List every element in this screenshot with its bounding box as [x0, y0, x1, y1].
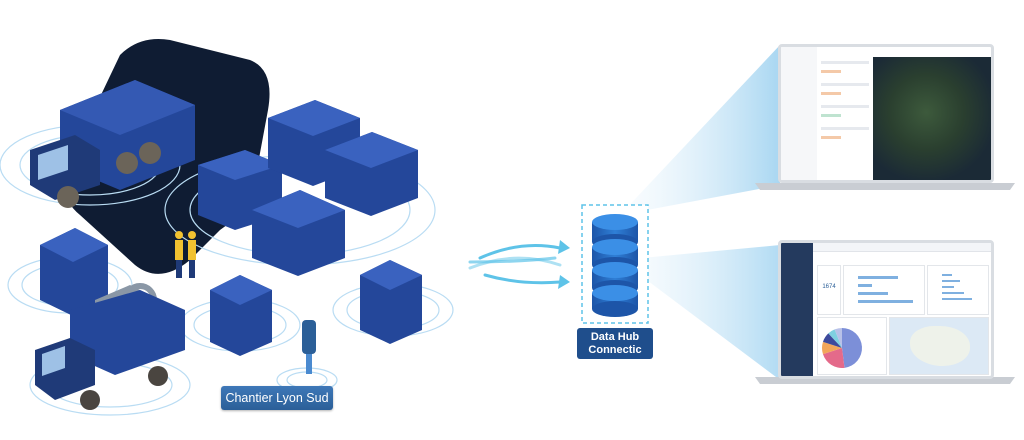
- workers: [175, 231, 196, 278]
- kpi-value: 1674: [822, 284, 836, 290]
- site-label: Chantier Lyon Sud: [221, 386, 333, 410]
- pie-slice: [834, 328, 842, 348]
- dashboard-header: [813, 243, 991, 252]
- pie-slice: [828, 329, 842, 348]
- laptop-top-screen: [778, 44, 994, 183]
- pie-slice: [842, 328, 862, 368]
- map-card: [889, 317, 989, 375]
- dashboard-sidebar: [781, 243, 813, 376]
- container-stack-middle: [210, 275, 272, 356]
- sidebar-nav: [781, 47, 818, 180]
- hub-label: Data Hub Connectic: [577, 328, 653, 359]
- hub-label-line1: Data Hub: [590, 331, 640, 343]
- beam-upper: [620, 45, 780, 215]
- pie-slice: [822, 333, 842, 348]
- small-bar-card: [927, 265, 989, 315]
- laptop-bottom-screen: 1674: [778, 240, 994, 379]
- database-icon: [592, 214, 638, 317]
- list-panel: [817, 47, 873, 180]
- dump-truck-top: [30, 80, 195, 208]
- hub-label-line2: Connectic: [588, 344, 642, 356]
- scrap-truck: [35, 283, 185, 410]
- data-flow-arrows: [468, 240, 570, 289]
- container-stack-left: [40, 228, 108, 316]
- pie-slice: [822, 341, 842, 355]
- kpi-card: 1674: [817, 265, 841, 315]
- pie-slice: [822, 348, 845, 368]
- containers-cluster: [198, 100, 418, 276]
- pie-card: [817, 317, 887, 375]
- container-stack-right: [360, 260, 422, 344]
- sensor-probe: [302, 320, 316, 374]
- laptop-top-base: [755, 183, 1015, 190]
- satellite-map: [873, 57, 991, 180]
- beam-lower: [620, 245, 780, 380]
- bar-chart-card: [843, 265, 925, 315]
- pie-chart: [822, 328, 862, 368]
